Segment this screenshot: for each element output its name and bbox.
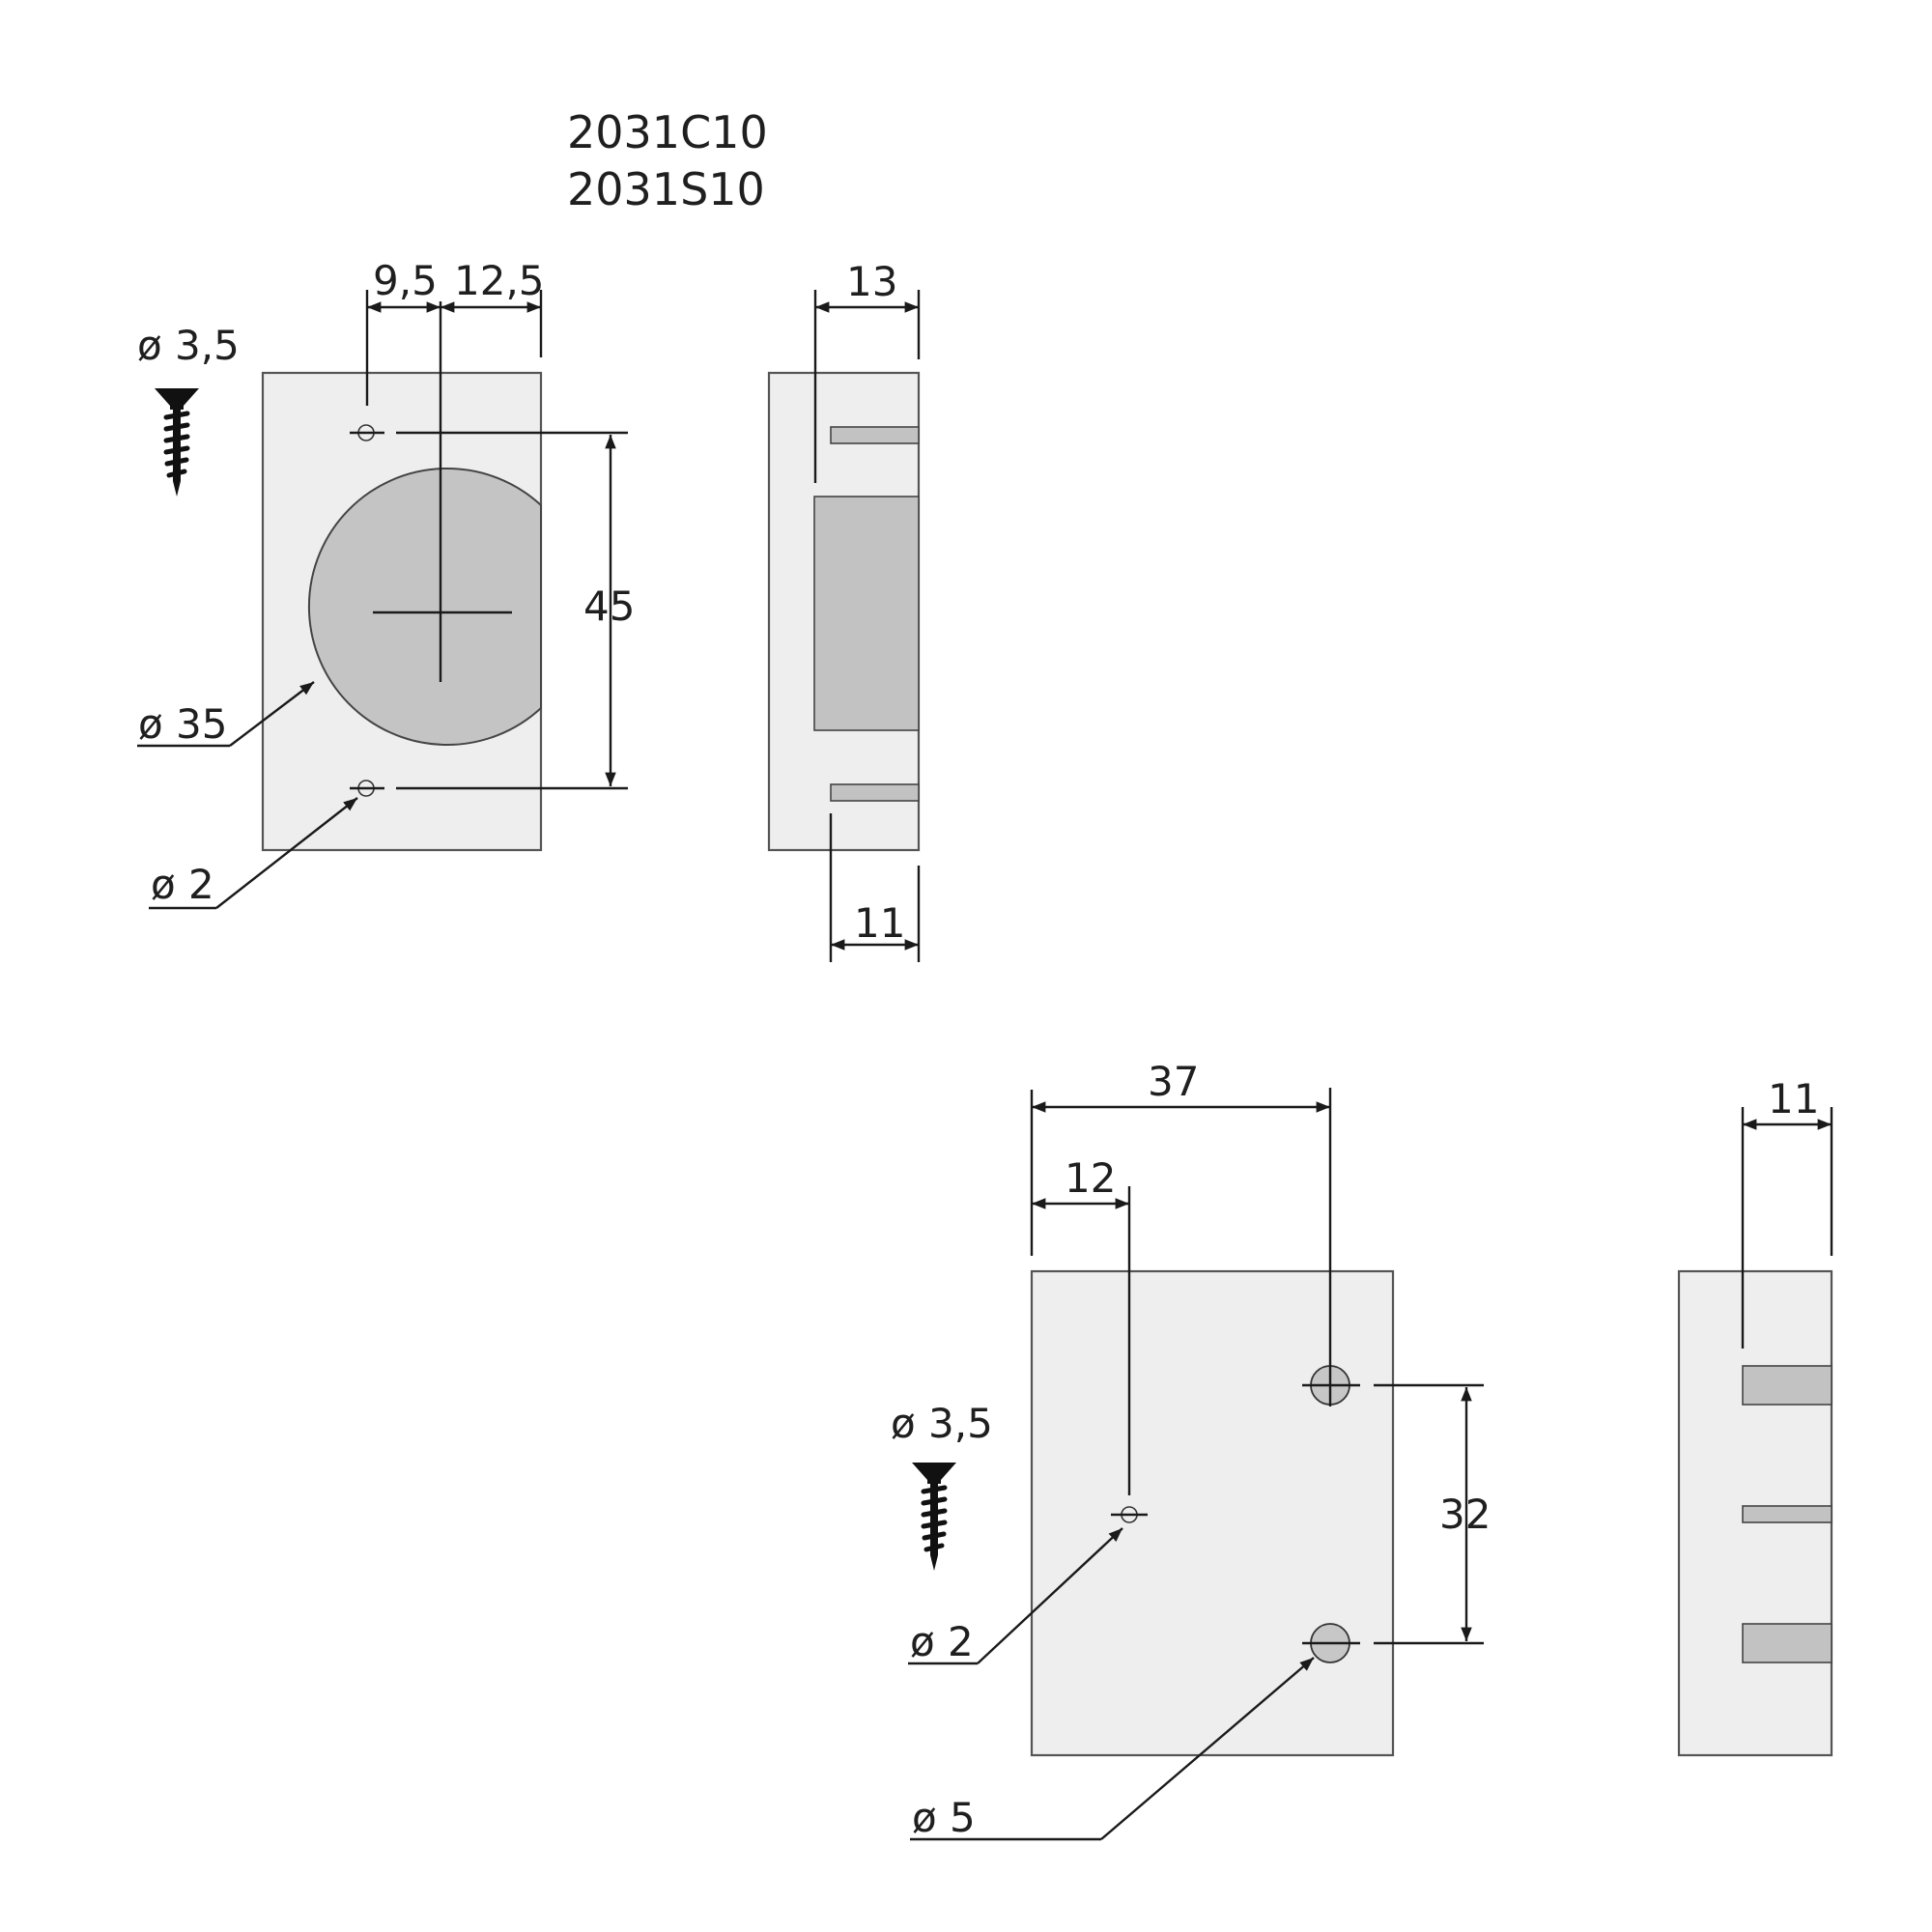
dim-mounting-plate-side-top: 11 xyxy=(1768,1075,1819,1122)
dim-cup-plate-hole-spacing: 45 xyxy=(583,582,635,630)
screw-icon xyxy=(155,388,199,497)
dim-cup-offset-right: 12,5 xyxy=(454,257,545,304)
label-cup-diameter: ø 35 xyxy=(138,700,228,748)
dim-cup-plate-side-top: 13 xyxy=(846,258,897,305)
label-screw-diameter: ø 3,5 xyxy=(137,322,240,369)
mounting-plate-side-view: 11 xyxy=(1677,1075,1833,1757)
label-mounting-screw-diameter: ø 3,5 xyxy=(891,1400,993,1447)
mounting-screw-icon xyxy=(912,1463,956,1571)
product-code-1: 2031C10 xyxy=(567,106,768,158)
product-code-2: 2031S10 xyxy=(567,163,765,215)
dim-mounting-plate-offset: 12 xyxy=(1065,1154,1116,1202)
dim-cup-plate-side-bottom: 11 xyxy=(854,899,905,947)
label-mount-hole-diameter: ø 5 xyxy=(912,1794,976,1841)
dim-mounting-plate-width: 37 xyxy=(1148,1058,1199,1105)
dim-cup-offset-left: 9,5 xyxy=(373,257,438,304)
mounting-plate-body xyxy=(1030,1269,1395,1757)
hinge-cup xyxy=(308,468,542,746)
label-pilot-hole-diameter: ø 2 xyxy=(151,861,214,908)
cup-plate-front-view: 9,5 12,5 45 ø 35 ø 2 ø 3,5 xyxy=(137,257,635,910)
cup-plate-side-view: 13 11 xyxy=(767,258,921,962)
dim-mounting-plate-hole-spacing: 32 xyxy=(1439,1491,1491,1538)
label-mounting-pilot-diameter: ø 2 xyxy=(910,1618,974,1665)
mounting-plate-front-view: 37 12 32 ø 2 ø 5 ø 3,5 xyxy=(891,1058,1491,1841)
